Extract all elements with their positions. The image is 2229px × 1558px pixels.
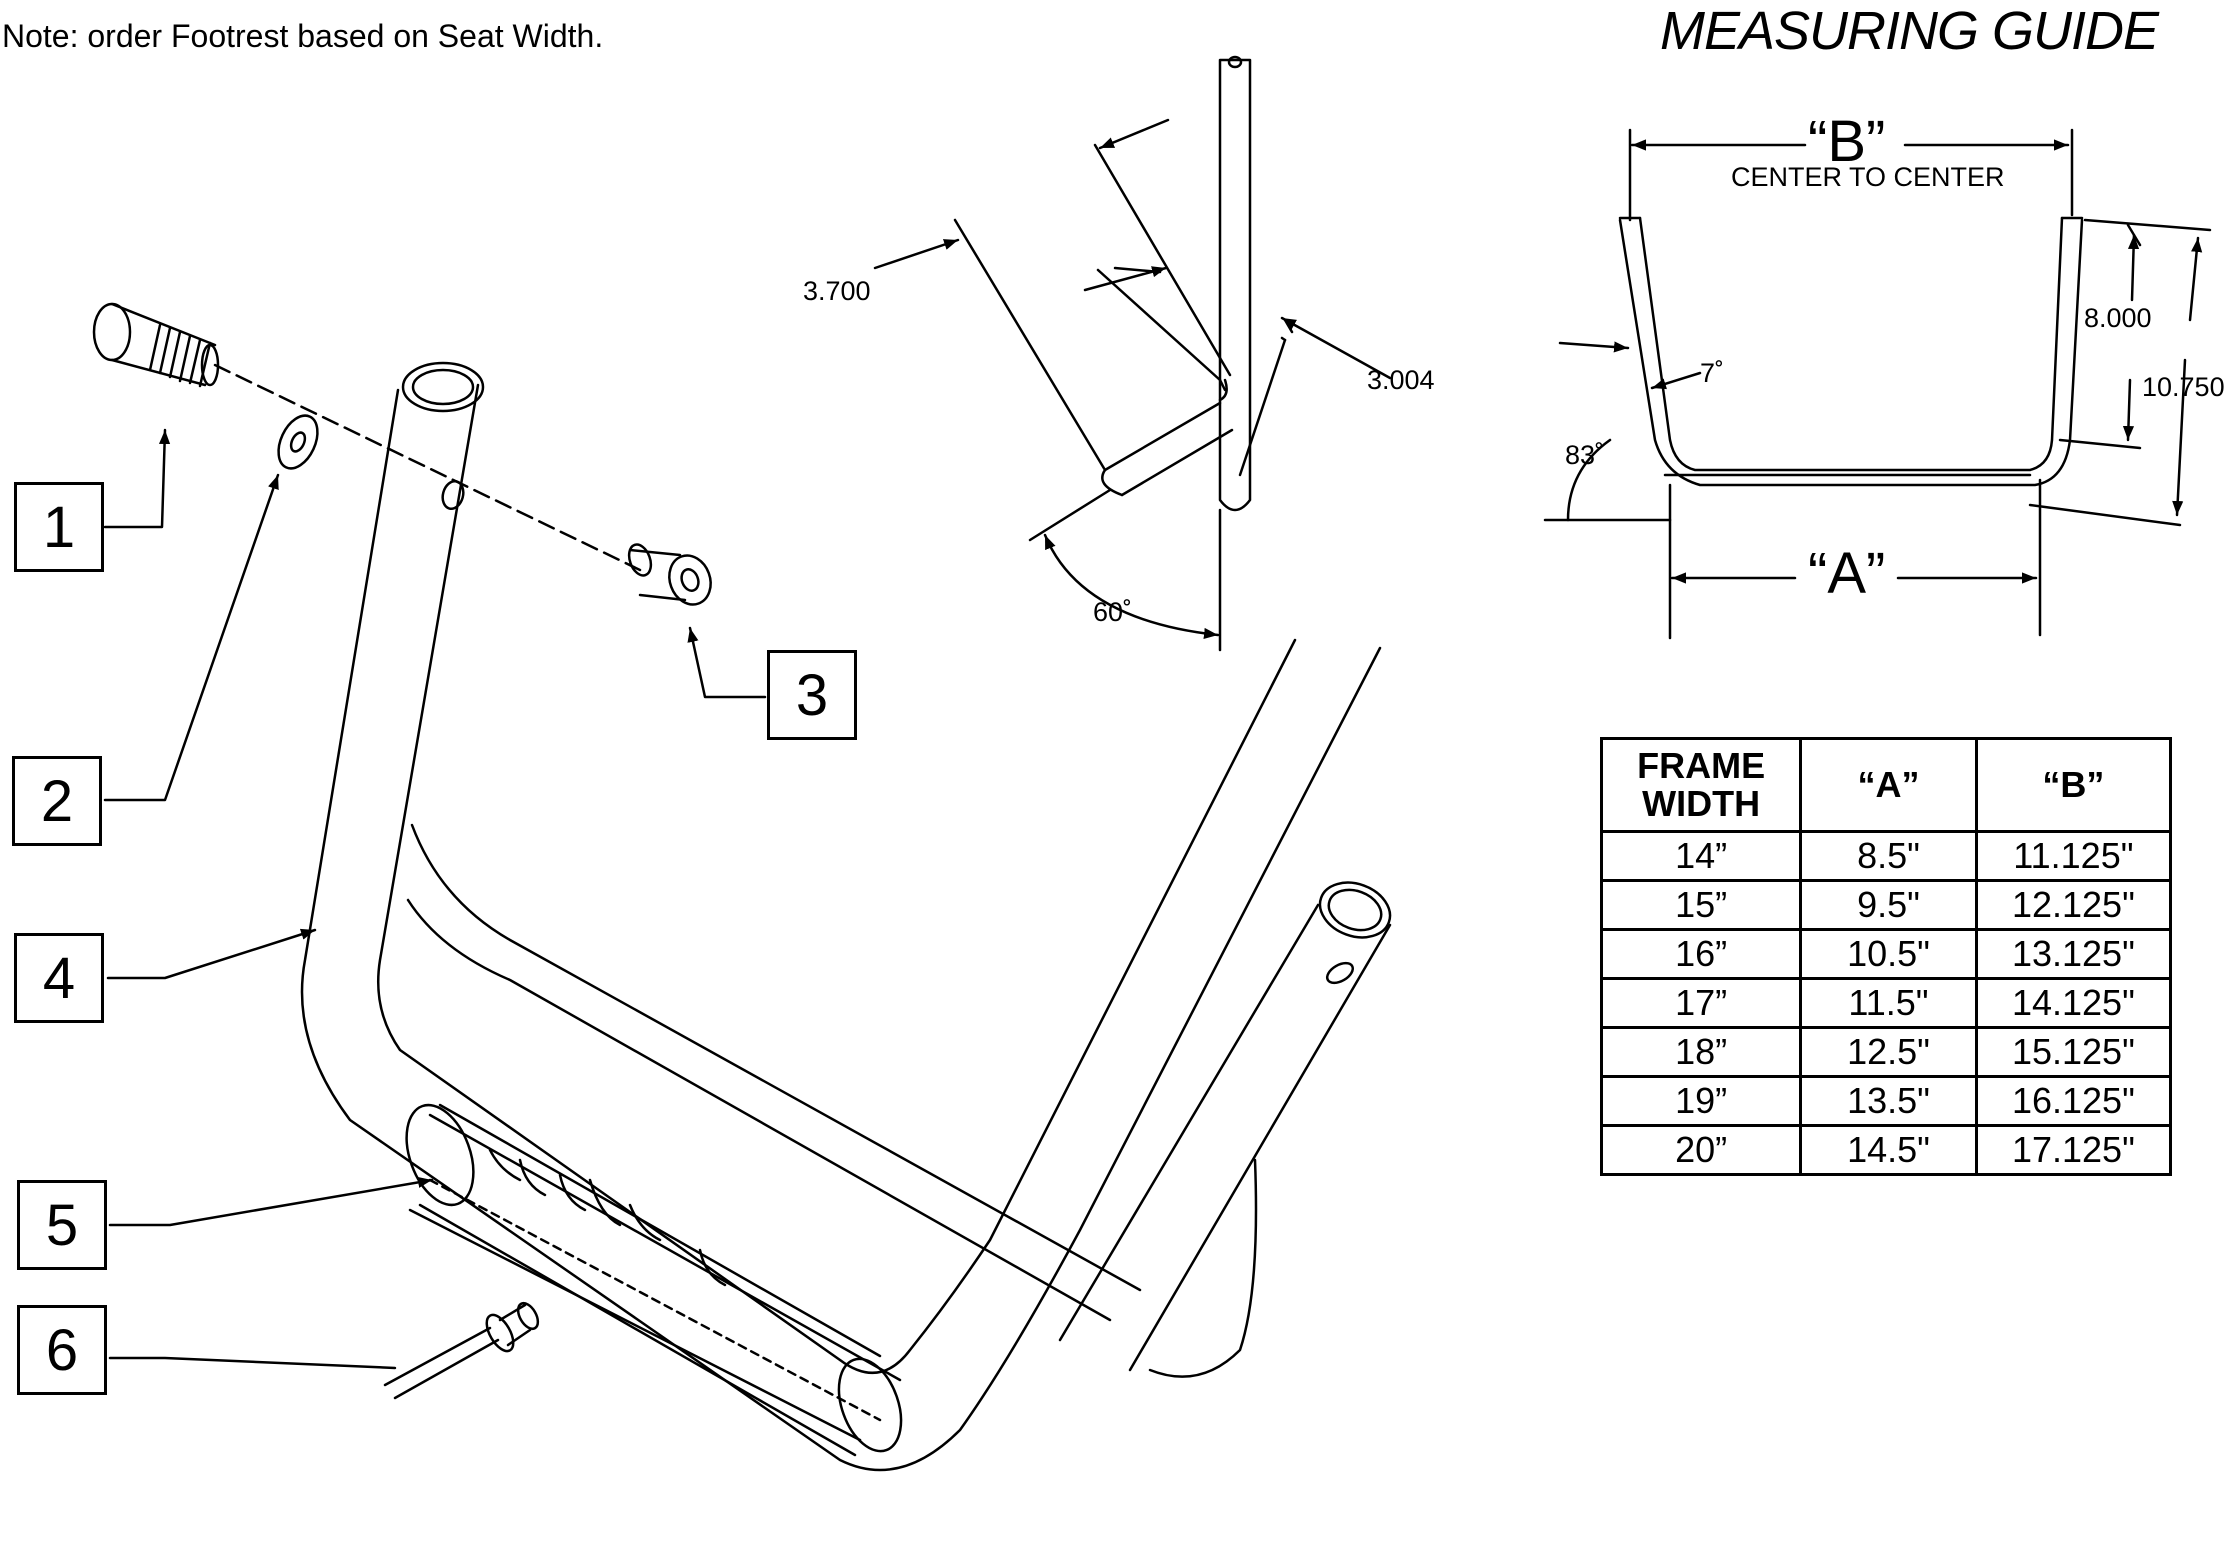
cell-frame-width: 16” [1599,928,1803,980]
cell-a: 14.5" [1799,1124,1978,1176]
callout-3: 3 [767,650,857,740]
cell-b: 15.125" [1974,1026,2173,1078]
callout-leaders [103,428,767,1370]
angle-7: 7˚ [1700,358,1725,388]
cell-frame-width: 19” [1599,1075,1803,1127]
cell-a: 11.5" [1799,977,1978,1029]
callout-2: 2 [12,756,102,846]
table-row: 16”10.5"13.125" [1599,928,2173,980]
measuring-guide-diagram [1543,128,2212,640]
table-row: 17”11.5"14.125" [1599,977,2173,1029]
cell-a: 9.5" [1799,879,1978,931]
table-row: 20”14.5"17.125" [1599,1124,2173,1176]
washer [277,414,319,470]
cell-b: 12.125" [1974,879,2173,931]
tube-padding [405,1103,903,1457]
cell-frame-width: 17” [1599,977,1803,1029]
dim-10750: 10.750 [2142,372,2225,402]
table-row: 18”12.5"15.125" [1599,1026,2173,1078]
table-row: 19”13.5"16.125" [1599,1075,2173,1127]
dim-3004: 3.004 [1367,365,1435,395]
label-b: “B” [1808,109,1886,174]
cell-b: 16.125" [1974,1075,2173,1127]
header-b: “B” [1974,737,2173,833]
order-note: Note: order Footrest based on Seat Width… [2,18,604,54]
table-row: 14”8.5"11.125" [1599,830,2173,882]
label-a: “A” [1808,541,1886,606]
angle-83: 83˚ [1565,440,1605,470]
angle-60: 60˚ [1093,597,1133,627]
cell-frame-width: 15” [1599,879,1803,931]
header-a: “A” [1799,737,1978,833]
cell-a: 13.5" [1799,1075,1978,1127]
callout-1: 1 [14,482,104,572]
measuring-guide-title: MEASURING GUIDE [1660,1,2159,61]
dim-8000: 8.000 [2084,303,2152,333]
footrest-frame [300,361,1392,1472]
cell-frame-width: 20” [1599,1124,1803,1176]
side-view-diagram [873,55,1392,652]
barrel-nut [627,543,712,606]
dim-3700: 3.700 [803,276,871,306]
cell-a: 10.5" [1799,928,1978,980]
table-row: 15”9.5"12.125" [1599,879,2173,931]
callout-4: 4 [14,933,104,1023]
cell-frame-width: 14” [1599,830,1803,882]
rivet [383,1301,540,1400]
cell-frame-width: 18” [1599,1026,1803,1078]
frame-width-table: FRAME WIDTH “A” “B” 14”8.5"11.125" 15”9.… [1599,737,2173,1176]
cell-a: 8.5" [1799,830,1978,882]
cell-b: 14.125" [1974,977,2173,1029]
bolt [92,302,220,388]
cell-b: 11.125" [1974,830,2173,882]
header-frame-width: FRAME WIDTH [1599,737,1803,833]
cell-b: 13.125" [1974,928,2173,980]
cell-b: 17.125" [1974,1124,2173,1176]
callout-6: 6 [17,1305,107,1395]
callout-5: 5 [17,1180,107,1270]
cell-a: 12.5" [1799,1026,1978,1078]
center-to-center-label: CENTER TO CENTER [1731,162,2005,192]
